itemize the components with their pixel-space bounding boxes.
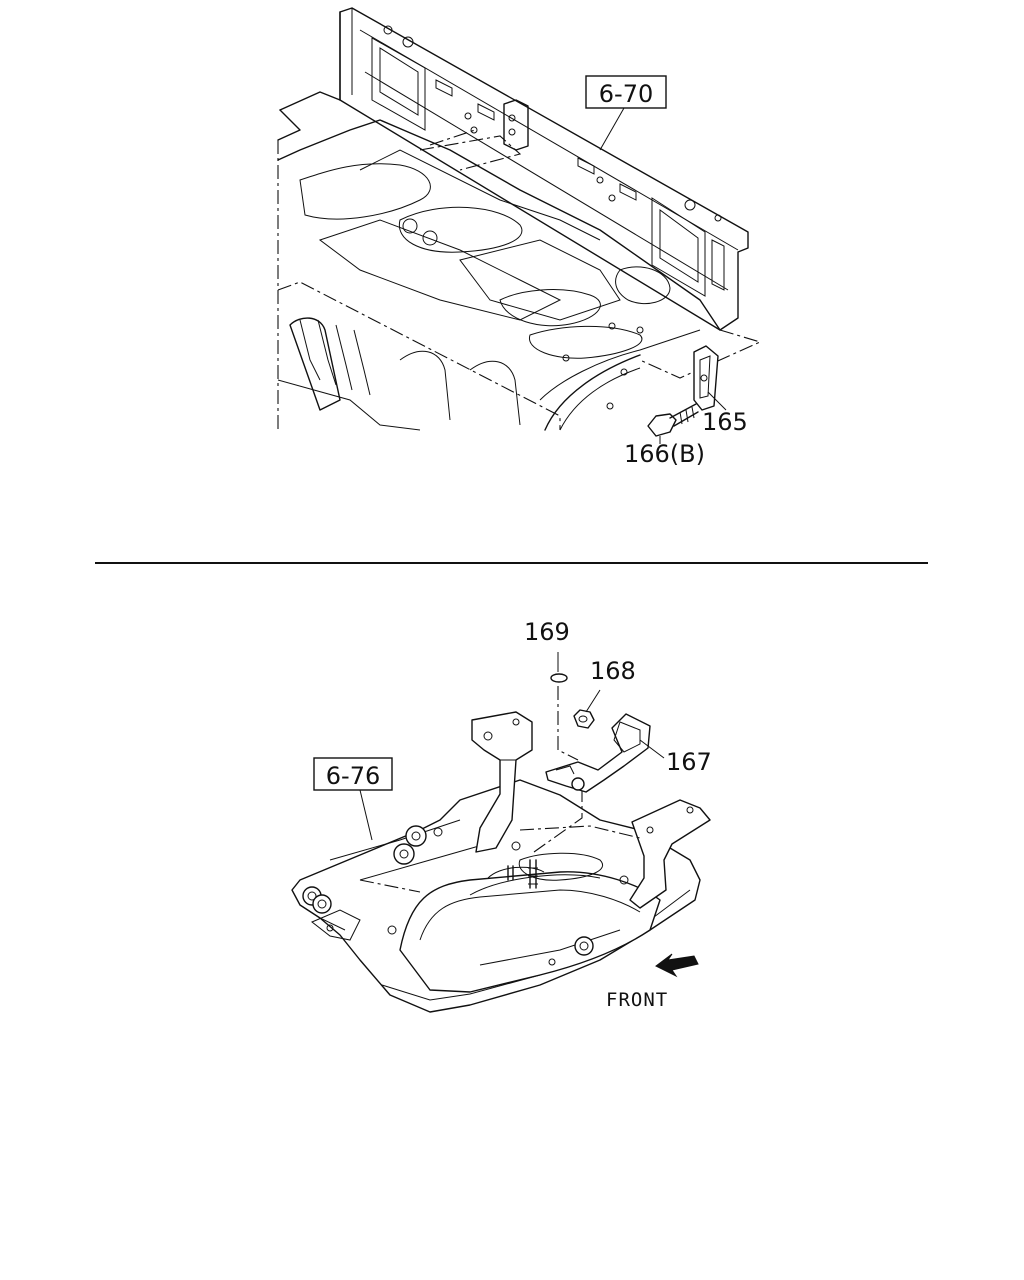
part-label-168: 168: [590, 657, 636, 685]
bottom-leader-lines: [359, 652, 665, 841]
front-arrow-icon: [655, 953, 699, 978]
bottom-assembly-drawing: [291, 673, 711, 1013]
reference-box-6-76: 6-76: [313, 757, 393, 791]
front-direction-indicator: FRONT: [606, 953, 699, 1011]
top-assembly-drawing: [277, 7, 762, 437]
part-label-165: 165: [702, 408, 748, 436]
part-label-166b: 166(B): [624, 440, 705, 468]
ref-label-6-76: 6-76: [326, 762, 380, 790]
ref-label-6-70: 6-70: [599, 80, 653, 108]
front-label: FRONT: [606, 989, 668, 1011]
reference-box-6-70: 6-70: [585, 75, 667, 109]
top-leader-lines: [599, 107, 727, 444]
part-label-169: 169: [524, 618, 570, 646]
part-label-167: 167: [666, 748, 712, 776]
